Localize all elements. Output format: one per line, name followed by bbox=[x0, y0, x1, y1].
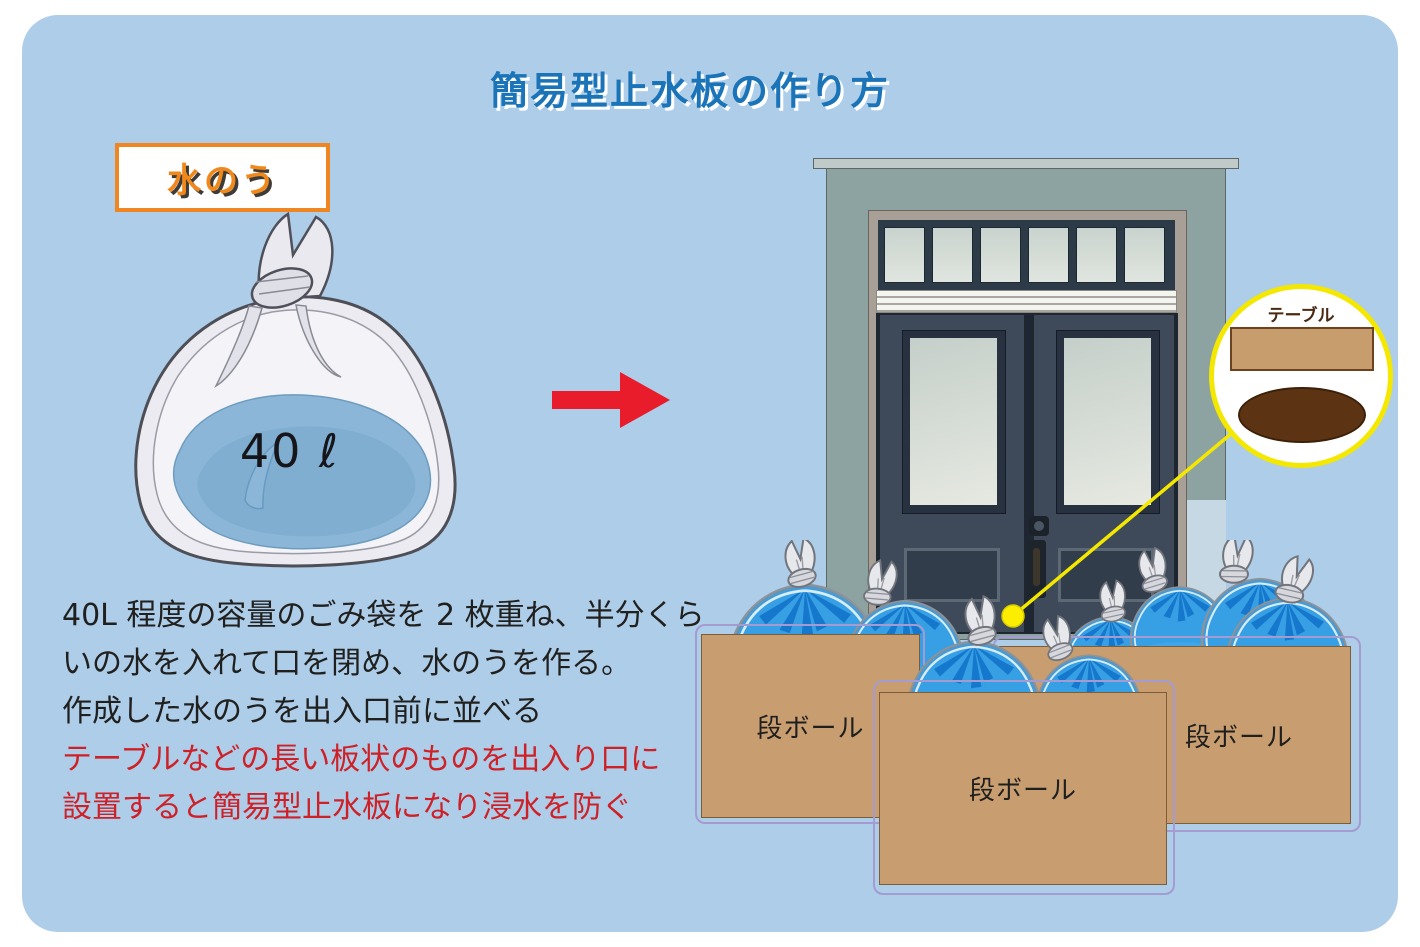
water-bag-label: 水のう bbox=[167, 161, 278, 201]
door-handle-bar bbox=[1033, 548, 1040, 586]
door-glass-frame bbox=[1056, 330, 1160, 514]
bag-volume-label: 40 ℓ bbox=[239, 424, 341, 478]
door-glass bbox=[1064, 338, 1151, 505]
box-face: 段ボール bbox=[879, 692, 1167, 885]
door-lower-panel bbox=[904, 548, 1000, 602]
door-glass bbox=[910, 338, 997, 505]
description-line-red: 設置すると簡易型止水板になり浸水を防ぐ bbox=[62, 790, 632, 825]
door-lower-panel bbox=[1058, 548, 1154, 602]
water-bag-label-box: 水のう bbox=[115, 143, 330, 212]
description-line-red: テーブルなどの長い板状のものを出入り口に bbox=[62, 742, 661, 777]
door-right bbox=[1032, 313, 1176, 634]
box-label: 段ボール bbox=[1185, 722, 1294, 753]
transom-pane bbox=[980, 227, 1021, 283]
table-callout: テーブル bbox=[1209, 284, 1393, 468]
door-knob-circle bbox=[1034, 521, 1044, 531]
cardboard-box-center: 段ボール bbox=[873, 680, 1175, 895]
box-label: 段ボール bbox=[756, 713, 865, 744]
description-line: いの水を入れて口を閉め、水のうを作る。 bbox=[62, 646, 632, 681]
door-knob bbox=[1029, 516, 1049, 536]
table-top-icon bbox=[1238, 387, 1366, 443]
transom-window bbox=[878, 220, 1175, 290]
transom-pane bbox=[932, 227, 973, 283]
box-label: 段ボール bbox=[968, 776, 1077, 806]
right-arrow-head-icon bbox=[620, 372, 670, 428]
transom-pane bbox=[884, 227, 925, 283]
description-block: 40L 程度の容量のごみ袋を 2 枚重ね、半分くら いの水を入れて口を閉め、水の… bbox=[62, 592, 705, 832]
table-callout-label: テーブル bbox=[1267, 306, 1335, 326]
double-door bbox=[876, 313, 1178, 634]
right-arrow-icon bbox=[552, 391, 622, 409]
facade-right-edge bbox=[1182, 500, 1226, 640]
door-handle bbox=[1028, 540, 1046, 598]
transom-pane bbox=[1124, 227, 1165, 283]
description-line: 40L 程度の容量のごみ袋を 2 枚重ね、半分くら bbox=[62, 598, 705, 633]
transom-pane bbox=[1076, 227, 1117, 283]
description-line: 作成した水のうを出入口前に並べる bbox=[62, 694, 542, 729]
door-glass-frame bbox=[902, 330, 1006, 514]
page-title: 簡易型止水板の作り方 bbox=[489, 69, 890, 113]
table-board-icon bbox=[1230, 327, 1374, 371]
door-left bbox=[878, 313, 1026, 634]
lintel-molding bbox=[876, 290, 1177, 313]
transom-pane bbox=[1028, 227, 1069, 283]
